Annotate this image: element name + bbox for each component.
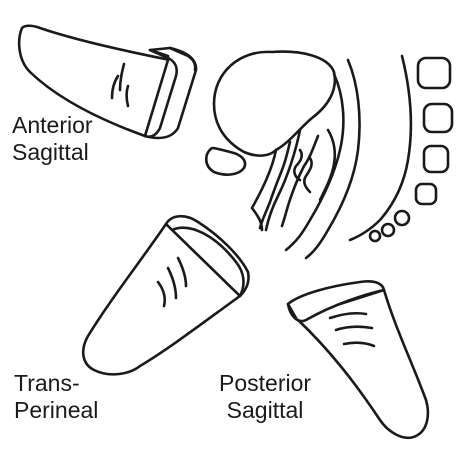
anterior-label-line2: Sagittal bbox=[12, 139, 89, 165]
transperineal-probe-icon bbox=[81, 214, 250, 376]
posterior-probe-body bbox=[294, 288, 430, 440]
vertebra-1 bbox=[416, 56, 452, 90]
vertebra-4 bbox=[414, 182, 438, 206]
transperineal-probe-head bbox=[164, 214, 250, 298]
anterior-probe-icon bbox=[17, 24, 198, 140]
anterior-label-line1: Anterior bbox=[12, 112, 93, 138]
anterior-sagittal-label: Anterior Sagittal bbox=[12, 112, 93, 166]
transperineal-label-line2: Perineal bbox=[14, 397, 99, 423]
posterior-label-line1: Posterior bbox=[219, 370, 312, 396]
coccyx-2 bbox=[380, 222, 396, 238]
transperineal-probe-body bbox=[81, 222, 242, 376]
posterior-probe-icon bbox=[286, 279, 430, 440]
vertebra-3 bbox=[422, 144, 450, 174]
posterior-probe-head bbox=[286, 279, 386, 323]
transperineal-label: Trans- Perineal bbox=[14, 370, 98, 424]
posterior-label-line2: Sagittal bbox=[226, 397, 304, 423]
pelvic-anatomy-icon bbox=[204, 50, 454, 260]
transperineal-label-line1: Trans- bbox=[14, 370, 80, 396]
pubic-bone-outline bbox=[204, 146, 247, 176]
coccyx-3 bbox=[368, 229, 382, 243]
posterior-sagittal-label: Posterior Sagittal bbox=[219, 370, 311, 424]
vertebra-2 bbox=[422, 102, 454, 134]
sacrum-outline bbox=[348, 54, 413, 242]
coccyx-1 bbox=[393, 209, 411, 227]
